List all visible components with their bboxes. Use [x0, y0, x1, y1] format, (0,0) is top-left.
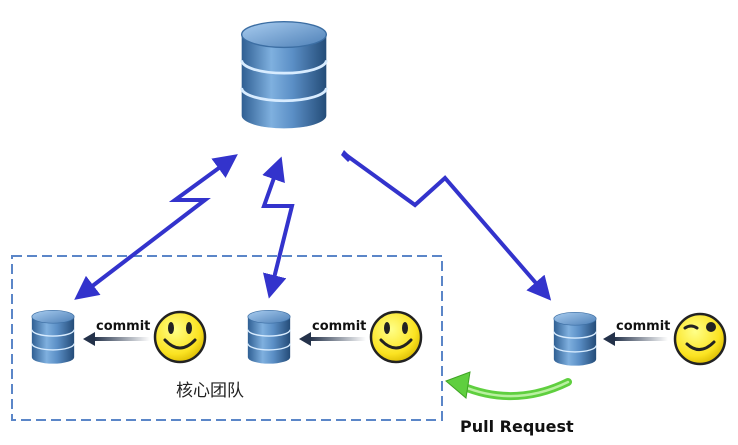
- member-1-smiley-icon: [153, 310, 207, 364]
- sync-arrow-left: [74, 154, 238, 300]
- core-team-label: 核心团队: [176, 381, 244, 401]
- contributor-database-icon: [553, 311, 597, 367]
- contributor-winking-smiley-icon: [673, 312, 727, 366]
- member-2-database-icon: [247, 309, 291, 365]
- pull-request-arrow: [445, 371, 572, 401]
- member-1-commit-label: commit: [96, 319, 150, 334]
- member-1-commit-arrow: [83, 332, 150, 346]
- sync-arrow-middle: [261, 156, 295, 299]
- contributor-commit-arrow: [603, 332, 668, 346]
- central-repository-database-icon: [240, 20, 328, 130]
- fetch-arrow-right: [344, 153, 552, 301]
- pull-request-label: Pull Request: [460, 417, 574, 436]
- member-1-database-icon: [31, 309, 75, 365]
- member-2-commit-arrow: [299, 332, 366, 346]
- member-2-smiley-icon: [369, 310, 423, 364]
- contributor-commit-label: commit: [616, 319, 670, 334]
- fetch-arrow-right-tail: [341, 150, 352, 162]
- member-2-commit-label: commit: [312, 319, 366, 334]
